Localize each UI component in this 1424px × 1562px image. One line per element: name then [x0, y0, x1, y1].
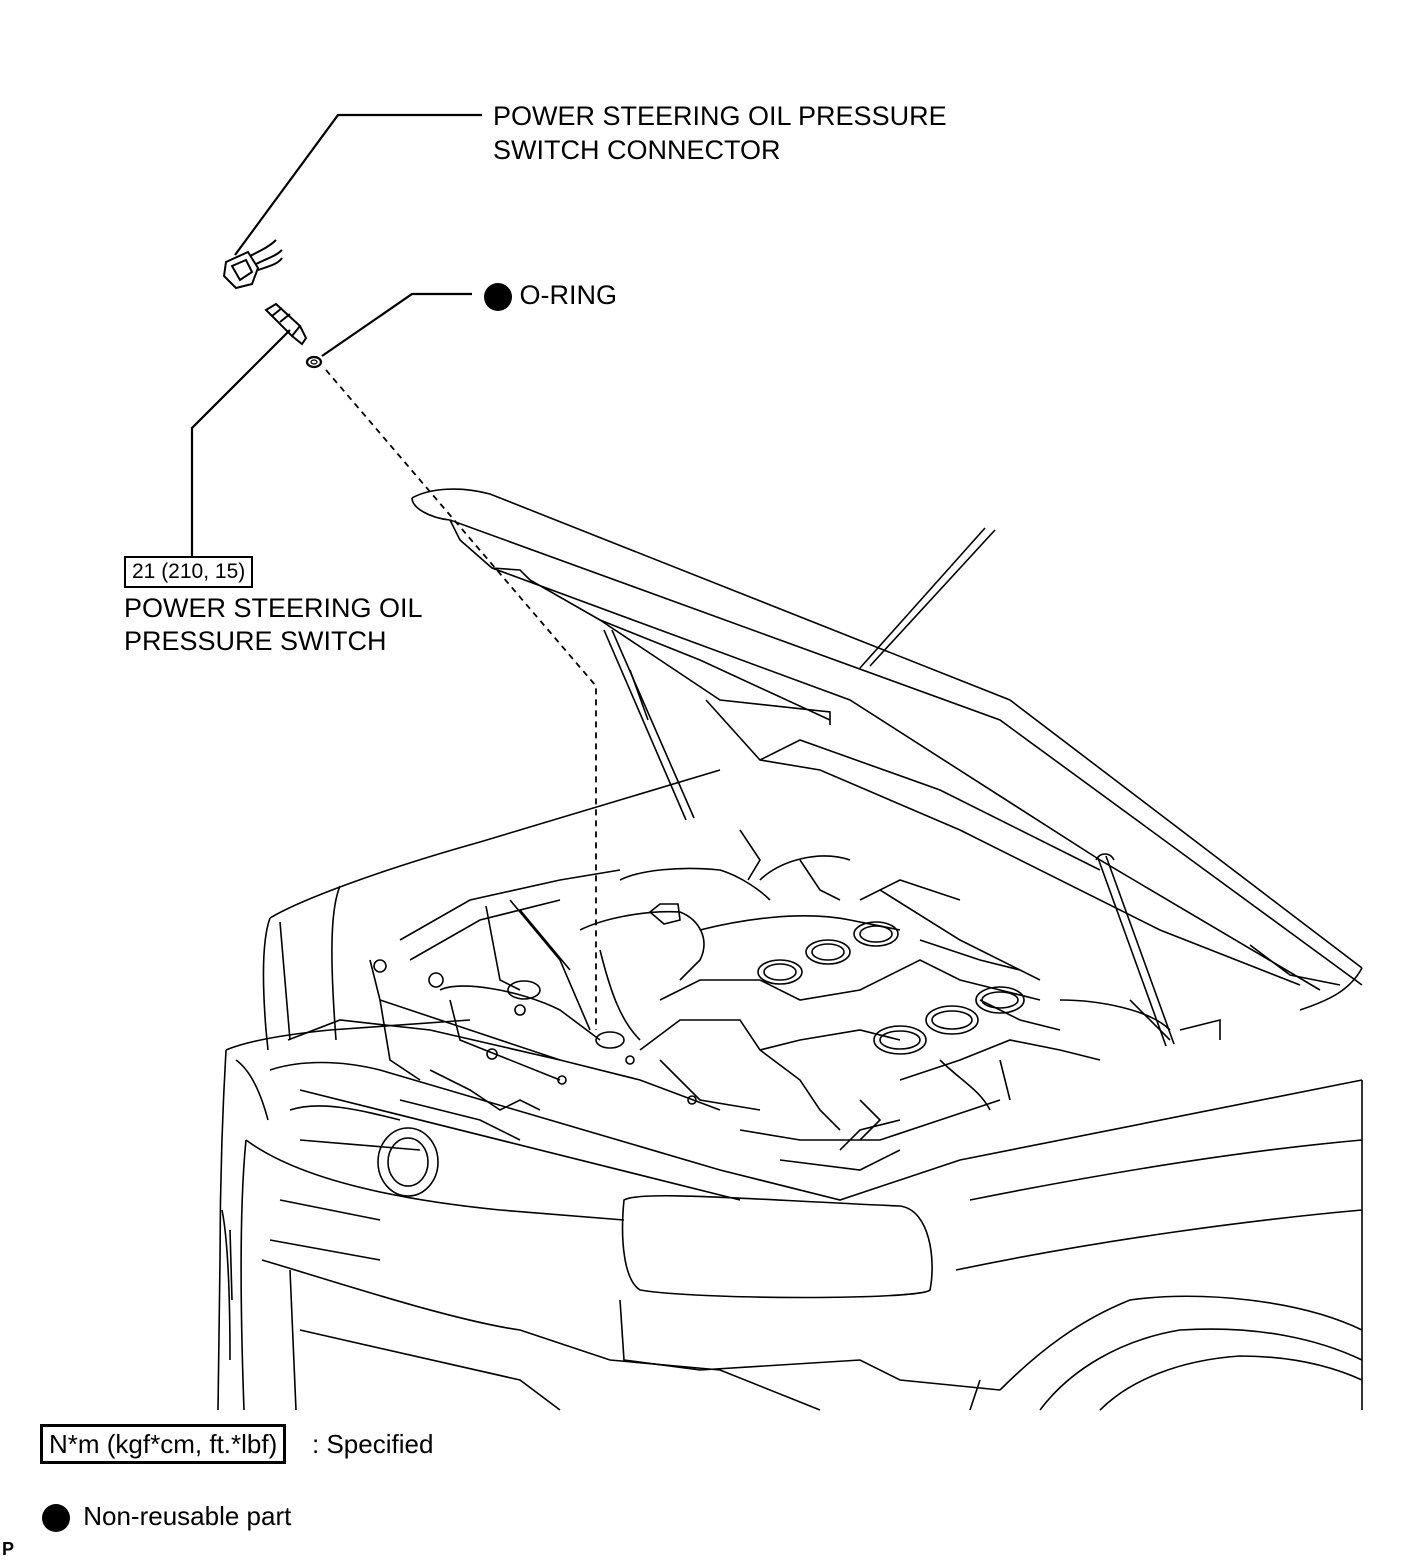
switch-label-line2: PRESSURE SWITCH: [124, 626, 387, 656]
connector-leader-line: [234, 113, 482, 256]
non-reusable-dot-icon: [42, 1504, 70, 1533]
legend-torque-unit-box: N*m (kgf*cm, ft.*lbf): [40, 1424, 287, 1464]
hood: [411, 488, 1363, 991]
switch-leader-line: [190, 329, 291, 556]
o-ring-label: O-RING: [484, 278, 617, 312]
grille-area: [221, 1127, 439, 1361]
o-ring-label-text: O-RING: [519, 280, 618, 310]
engine-assembly: [369, 829, 1221, 1171]
legend-non-reusable: Non-reusable part: [42, 1499, 291, 1533]
legend-non-reusable-text: Non-reusable part: [83, 1501, 292, 1531]
corner-mark: P: [2, 1539, 15, 1559]
torque-spec-box: 21 (210, 15): [124, 556, 254, 588]
o-ring-leader-line: [321, 292, 472, 357]
connector-part: [222, 239, 283, 290]
connector-label-line2: SWITCH CONNECTOR: [493, 135, 781, 165]
switch-label-line1: POWER STEERING OIL: [124, 593, 423, 623]
pressure-switch-part: [264, 302, 308, 346]
hood-struts: [603, 629, 1175, 1047]
o-ring-part: [305, 355, 323, 369]
legend-torque-description: : Specified: [312, 1429, 434, 1459]
connector-label-line1: POWER STEERING OIL PRESSURE: [493, 101, 947, 131]
vehicle-body: [217, 769, 1363, 1411]
non-reusable-dot-icon: [484, 282, 512, 311]
